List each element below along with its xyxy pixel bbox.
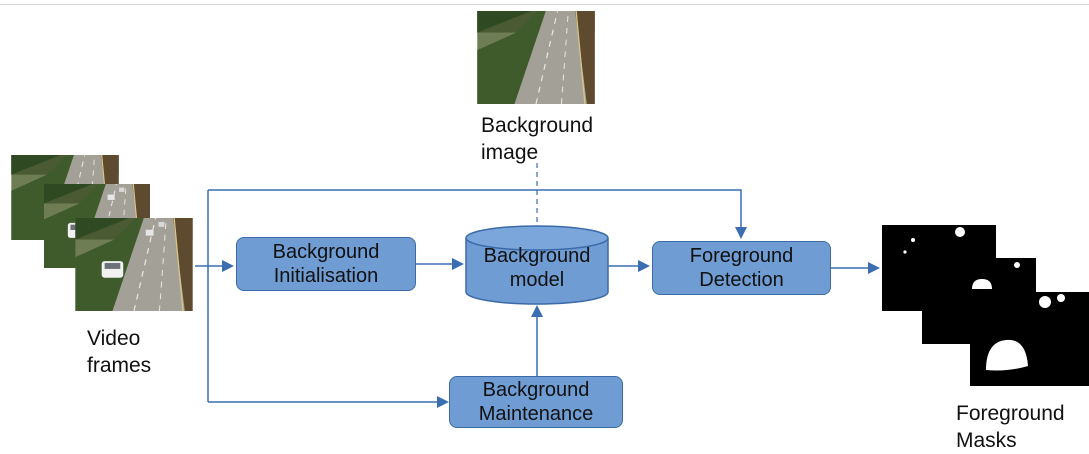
background-image-line1: Background <box>481 114 594 137</box>
foreground-masks-line1: Foreground <box>956 402 1065 425</box>
bg-init-line2: Initialisation <box>273 265 379 287</box>
fg-detection-line2: Detection <box>699 269 784 291</box>
background-initialisation-box: Background Initialisation <box>236 237 416 291</box>
bg-maintenance-line2: Maintenance <box>478 403 594 425</box>
arrow-frames-to-detection <box>208 189 747 239</box>
background-image-label: Background image <box>481 112 593 166</box>
video-frames-label: Video frames <box>87 325 151 379</box>
foreground-detection-box: Foreground Detection <box>652 241 831 295</box>
foreground-masks-label: Foreground Masks <box>956 400 1065 454</box>
video-frames-line1: Video <box>87 327 141 350</box>
video-frames-line2: frames <box>87 354 152 377</box>
video-frames-stack <box>10 155 192 311</box>
foreground-mask-thumbnail <box>970 292 1089 386</box>
bg-model-line2: model <box>509 269 565 291</box>
background-maintenance-box: Background Maintenance <box>449 376 623 428</box>
bg-init-line1: Background <box>272 241 380 263</box>
background-model-label: Background model <box>466 244 608 292</box>
connectors <box>195 163 880 408</box>
background-model-cylinder <box>465 225 609 305</box>
video-frame-thumbnail <box>75 218 192 311</box>
bg-model-line1: Background <box>483 245 591 267</box>
bg-maintenance-line1: Background <box>482 379 590 401</box>
background-image-thumbnail <box>476 11 596 104</box>
background-image-line2: image <box>481 141 539 164</box>
fg-detection-line1: Foreground <box>689 245 794 267</box>
top-divider <box>0 4 1089 5</box>
foreground-masks-line2: Masks <box>956 429 1017 452</box>
foreground-masks-stack <box>882 225 1089 386</box>
